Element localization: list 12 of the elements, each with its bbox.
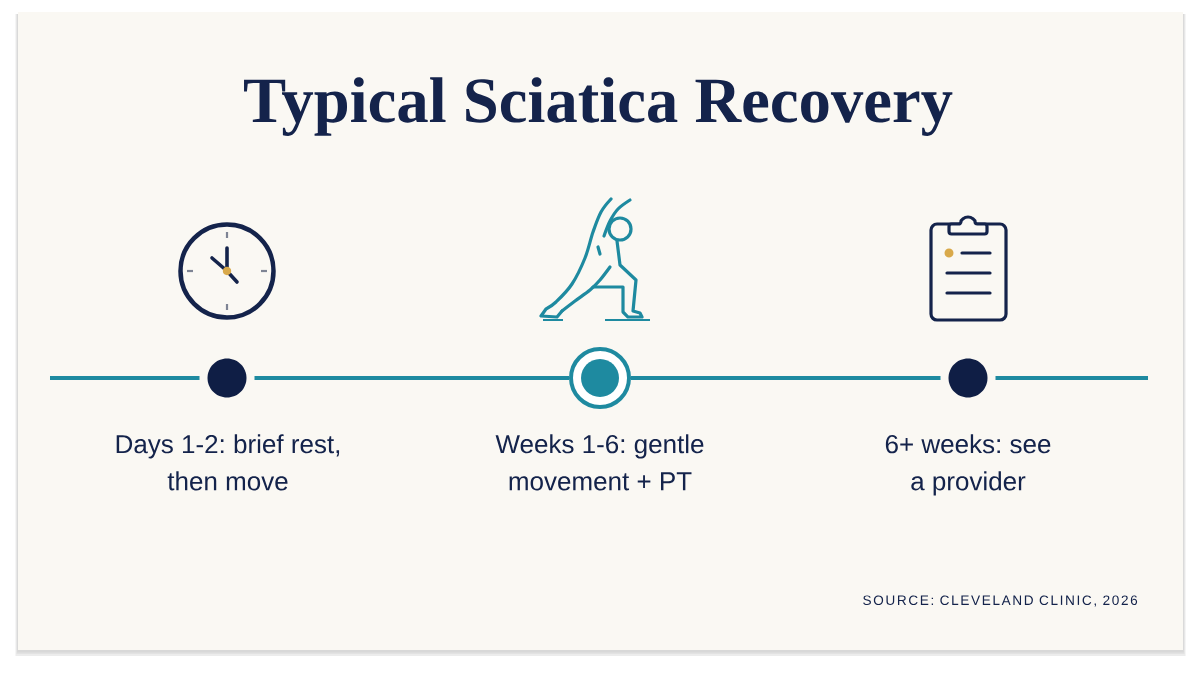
timeline-caption: 6+ weeks: see a provider — [885, 434, 1051, 496]
highlighted-timeline-dot — [569, 347, 631, 409]
timeline-line — [254, 376, 569, 380]
timeline-caption: Weeks 1-6: gentle movement + PT — [495, 434, 704, 491]
timeline-dot — [207, 358, 247, 398]
timeline-line — [50, 376, 200, 380]
source-note: SOURCE: CLEVELAND CLINIC, 2026 — [863, 595, 1138, 607]
timeline-line — [995, 376, 1148, 380]
timeline-line — [631, 376, 941, 380]
title: Typical Sciatica Recovery — [244, 77, 953, 136]
timeline-caption: Days 1-2: brief rest, then move — [116, 434, 340, 491]
timeline-dot — [948, 358, 988, 398]
